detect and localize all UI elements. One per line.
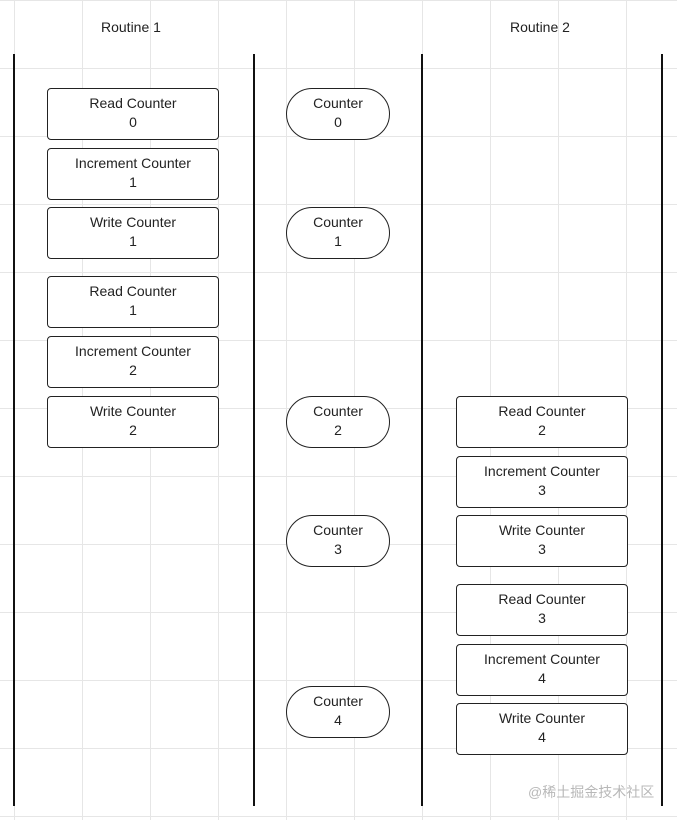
counter-value: 3 — [334, 541, 342, 557]
step-label: Read Counter — [89, 283, 177, 299]
counter-label: Counter — [313, 403, 363, 419]
step-value: 3 — [538, 541, 546, 557]
step-value: 3 — [538, 482, 546, 498]
step-value: 2 — [538, 422, 546, 438]
routine1-step: Increment Counter 1 — [47, 148, 219, 200]
lane-line-center-left — [253, 54, 255, 806]
step-label: Increment Counter — [484, 651, 600, 667]
step-label: Read Counter — [89, 95, 177, 111]
counter-label: Counter — [313, 693, 363, 709]
routine2-step: Read Counter 2 — [456, 396, 628, 448]
step-value: 2 — [129, 422, 137, 438]
counter-state: Counter 3 — [286, 515, 390, 567]
step-label: Read Counter — [498, 591, 586, 607]
counter-value: 4 — [334, 712, 342, 728]
step-label: Increment Counter — [75, 155, 191, 171]
step-value: 1 — [129, 302, 137, 318]
routine1-step: Increment Counter 2 — [47, 336, 219, 388]
counter-state: Counter 2 — [286, 396, 390, 448]
step-label: Read Counter — [498, 403, 586, 419]
routine1-step: Write Counter 1 — [47, 207, 219, 259]
routine2-step: Read Counter 3 — [456, 584, 628, 636]
watermark: @稀土掘金技术社区 — [528, 784, 655, 800]
routine2-step: Increment Counter 4 — [456, 644, 628, 696]
counter-label: Counter — [313, 214, 363, 230]
routine1-step: Write Counter 2 — [47, 396, 219, 448]
counter-value: 0 — [334, 114, 342, 130]
routine2-step: Write Counter 3 — [456, 515, 628, 567]
lane-line-center-right — [421, 54, 423, 806]
routine1-step: Read Counter 0 — [47, 88, 219, 140]
routine1-step: Read Counter 1 — [47, 276, 219, 328]
step-label: Increment Counter — [75, 343, 191, 359]
lane-line-left — [13, 54, 15, 806]
step-label: Increment Counter — [484, 463, 600, 479]
step-value: 3 — [538, 610, 546, 626]
step-label: Write Counter — [498, 710, 586, 726]
counter-state: Counter 1 — [286, 207, 390, 259]
routine2-step: Write Counter 4 — [456, 703, 628, 755]
counter-value: 1 — [334, 233, 342, 249]
routine2-step: Increment Counter 3 — [456, 456, 628, 508]
routine2-header: Routine 2 — [510, 19, 570, 35]
counter-state: Counter 0 — [286, 88, 390, 140]
counter-state: Counter 4 — [286, 686, 390, 738]
lane-line-right — [661, 54, 663, 806]
counter-label: Counter — [313, 522, 363, 538]
step-value: 1 — [129, 233, 137, 249]
step-value: 0 — [129, 114, 137, 130]
step-value: 4 — [538, 729, 546, 745]
step-label: Write Counter — [89, 214, 177, 230]
step-label: Write Counter — [89, 403, 177, 419]
counter-value: 2 — [334, 422, 342, 438]
step-value: 2 — [129, 362, 137, 378]
routine1-header: Routine 1 — [101, 19, 161, 35]
counter-label: Counter — [313, 95, 363, 111]
step-value: 4 — [538, 670, 546, 686]
step-label: Write Counter — [498, 522, 586, 538]
step-value: 1 — [129, 174, 137, 190]
